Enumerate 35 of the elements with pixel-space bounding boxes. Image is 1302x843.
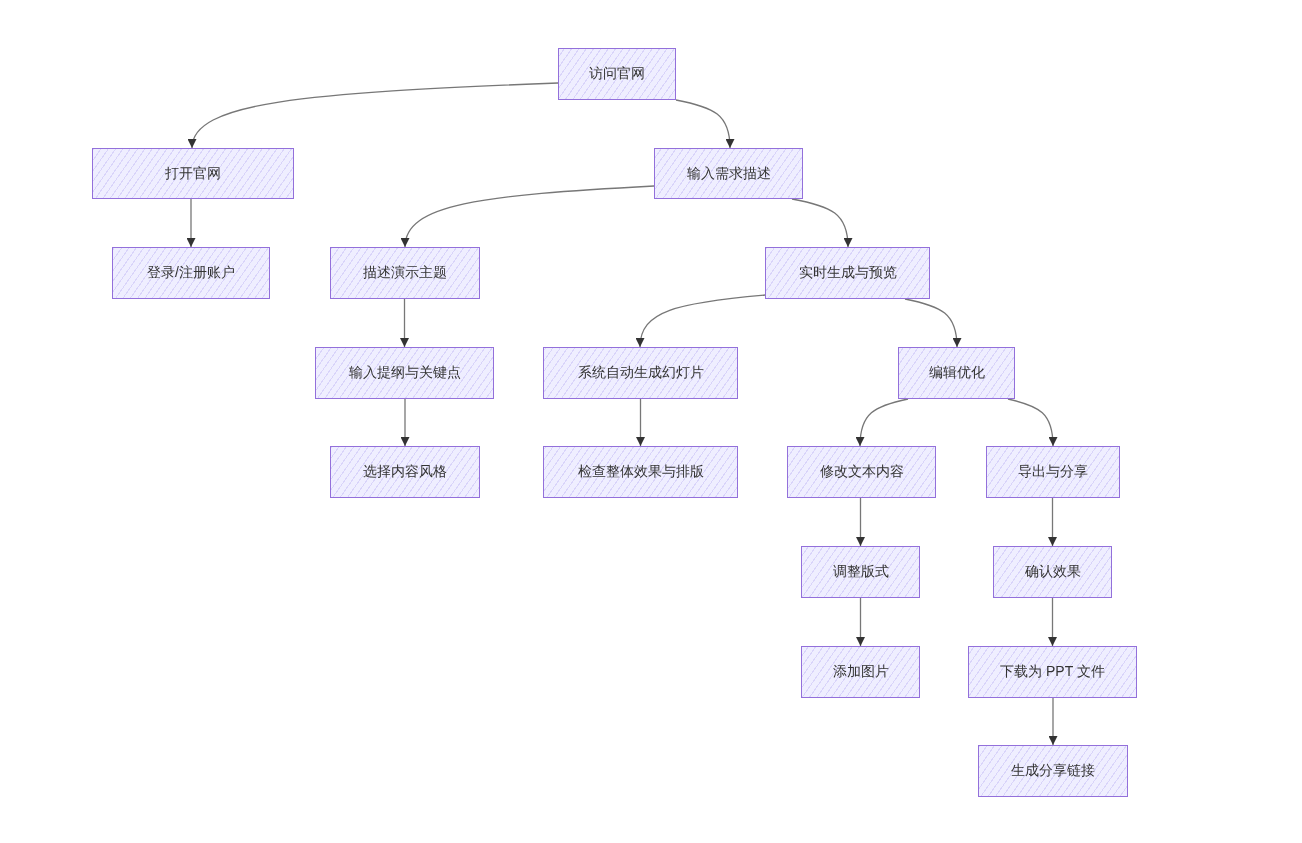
arrow — [186, 198, 196, 248]
process-box: 添加图片 — [801, 646, 920, 698]
process-box: 打开官网 — [92, 148, 294, 199]
process-box: 选择内容风格 — [330, 446, 480, 498]
arrow — [855, 398, 909, 447]
process-box: 输入提纲与关键点 — [315, 347, 494, 399]
process-box: 系统自动生成幻灯片 — [543, 347, 738, 399]
process-box: 生成分享链接 — [978, 745, 1128, 797]
arrow — [636, 398, 645, 447]
process-box: 修改文本内容 — [787, 446, 936, 498]
process-box: 调整版式 — [801, 546, 920, 598]
arrow — [400, 298, 409, 348]
arrow — [189, 82, 559, 149]
process-box: 描述演示主题 — [330, 247, 480, 299]
process-box: 实时生成与预览 — [765, 247, 930, 299]
process-box: 检查整体效果与排版 — [543, 446, 738, 498]
arrow — [856, 597, 865, 647]
process-box: 访问官网 — [558, 48, 676, 100]
arrow — [1007, 398, 1058, 447]
process-box: 输入需求描述 — [654, 148, 803, 199]
process-box: 编辑优化 — [898, 347, 1015, 399]
process-box: 下载为 PPT 文件 — [968, 646, 1137, 698]
arrow — [1048, 497, 1057, 547]
arrow — [636, 294, 766, 348]
arrow — [401, 185, 655, 248]
process-box: 导出与分享 — [986, 446, 1120, 498]
arrow — [856, 497, 865, 547]
arrow — [1048, 697, 1058, 746]
process-box: 确认效果 — [993, 546, 1112, 598]
arrow — [400, 398, 410, 447]
arrow — [904, 298, 962, 348]
arrow — [1048, 597, 1057, 647]
arrow — [791, 198, 853, 248]
process-box: 登录/注册账户 — [112, 247, 270, 299]
arrow — [675, 99, 735, 149]
